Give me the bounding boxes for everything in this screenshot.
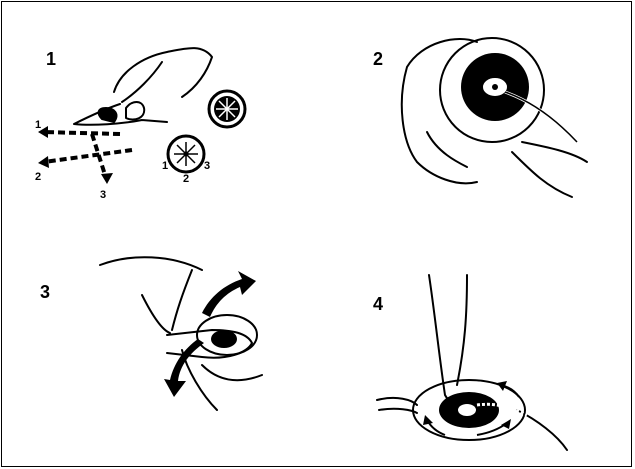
step-2-illustration [317, 2, 633, 235]
direction-label-2: 2 [35, 171, 41, 183]
step-2-panel: 2 [317, 2, 633, 235]
mini-label-1: 1 [162, 160, 168, 172]
hand-icon [402, 39, 477, 183]
direction-label-3: 3 [100, 189, 106, 201]
mini-label-3: 3 [204, 160, 210, 172]
peel-arrow-up-icon [202, 271, 256, 317]
step-1-illustration: 1 2 3 1 2 3 [2, 2, 317, 235]
step-4-panel: 4 [317, 235, 633, 468]
step-3-illustration [2, 235, 317, 468]
step-1-panel: 1 1 2 3 [2, 2, 317, 235]
split-patch-icon [168, 136, 204, 172]
step-3-panel: 3 [2, 235, 317, 468]
backed-patch-icon [209, 91, 245, 127]
mini-label-2: 2 [183, 173, 189, 185]
hand-icon [74, 48, 212, 125]
direction-label-1: 1 [35, 119, 41, 131]
peel-arrow-down-icon [164, 339, 204, 397]
step-4-illustration [317, 235, 633, 468]
